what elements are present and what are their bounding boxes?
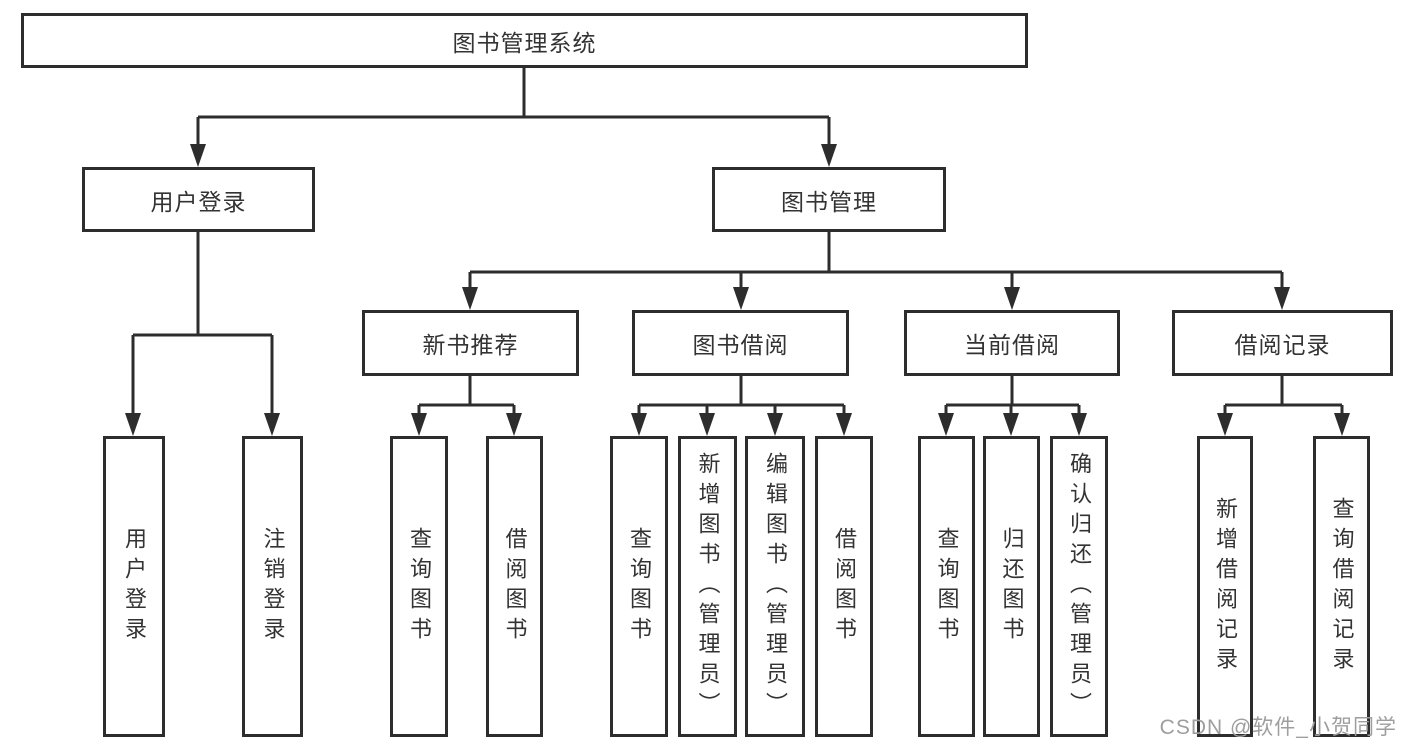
node-root-label: 图书管理系统 bbox=[452, 29, 597, 56]
leaf-user-login: 用户登录 bbox=[103, 436, 165, 737]
leaf-label: 注销登录 bbox=[260, 526, 286, 647]
leaf-label: 查询图书 bbox=[627, 526, 652, 647]
node-current-borrowing-label: 当前借阅 bbox=[964, 332, 1060, 358]
leaf-label: 确认归还（管理员） bbox=[1067, 451, 1092, 722]
watermark: CSDN @软件_小贺同学 bbox=[1159, 716, 1397, 739]
leaf-query-books-current: 查询图书 bbox=[918, 436, 975, 737]
leaf-label: 新增借阅记录 bbox=[1213, 496, 1238, 677]
node-borrowing-records-label: 借阅记录 bbox=[1234, 332, 1331, 358]
leaf-confirm-return-admin: 确认归还（管理员） bbox=[1050, 436, 1108, 737]
leaf-add-borrow-record: 新增借阅记录 bbox=[1197, 436, 1253, 737]
leaf-label: 用户登录 bbox=[122, 526, 147, 647]
leaf-label: 查询借阅记录 bbox=[1329, 496, 1355, 677]
node-borrowing-records: 借阅记录 bbox=[1172, 310, 1393, 376]
leaf-query-borrow-record: 查询借阅记录 bbox=[1313, 436, 1370, 737]
leaf-label: 归还图书 bbox=[999, 526, 1025, 647]
node-current-borrowing: 当前借阅 bbox=[904, 310, 1120, 376]
node-book-management-label: 图书管理 bbox=[781, 188, 877, 215]
leaf-add-books-admin: 新增图书（管理员） bbox=[678, 436, 737, 737]
node-new-book-recommend: 新书推荐 bbox=[362, 310, 579, 376]
leaf-query-books-recommend: 查询图书 bbox=[390, 436, 448, 737]
leaf-borrow-books-recommend: 借阅图书 bbox=[486, 436, 543, 737]
leaf-borrow-books: 借阅图书 bbox=[815, 436, 873, 737]
leaf-label: 借阅图书 bbox=[832, 526, 857, 647]
leaf-label: 借阅图书 bbox=[502, 526, 528, 647]
leaf-label: 新增图书（管理员） bbox=[695, 451, 721, 722]
node-book-management: 图书管理 bbox=[712, 167, 946, 232]
node-user-login: 用户登录 bbox=[82, 167, 315, 232]
leaf-logout: 注销登录 bbox=[242, 436, 303, 737]
leaf-label: 查询图书 bbox=[407, 526, 432, 647]
node-root: 图书管理系统 bbox=[21, 13, 1028, 68]
leaf-return-books: 归还图书 bbox=[983, 436, 1040, 737]
leaf-label: 编辑图书（管理员） bbox=[763, 451, 788, 722]
leaf-label: 查询图书 bbox=[934, 526, 960, 647]
leaf-query-books-borrowing: 查询图书 bbox=[610, 436, 668, 737]
node-user-login-label: 用户登录 bbox=[150, 188, 247, 215]
node-book-borrowing-label: 图书借阅 bbox=[692, 332, 789, 358]
node-book-borrowing: 图书借阅 bbox=[632, 310, 849, 376]
node-new-book-recommend-label: 新书推荐 bbox=[422, 332, 519, 358]
leaf-edit-books-admin: 编辑图书（管理员） bbox=[745, 436, 805, 737]
